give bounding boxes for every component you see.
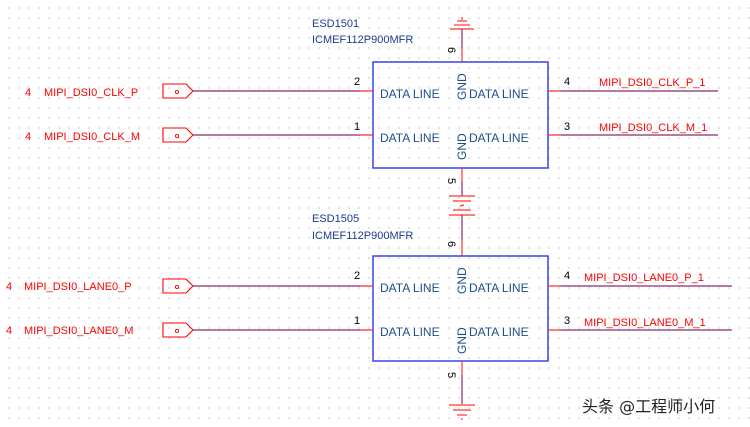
output-net-lane0-m-1[interactable]: MIPI_DSI0_LANE0_M_1 (548, 317, 732, 331)
sheet-number: 4 (25, 87, 31, 99)
pin-label-left: DATA LINE (380, 325, 440, 339)
sheet-number: 4 (6, 325, 12, 337)
pin-label-right: DATA LINE (469, 325, 529, 339)
pin-label-left: DATA LINE (380, 87, 440, 101)
ground-icon (449, 195, 475, 216)
pin-number: 4 (564, 270, 570, 282)
ground-icon (450, 17, 474, 62)
input-port-lane0-m[interactable]: 4 MIPI_DSI0_LANE0_M (6, 322, 194, 338)
sheet-number: 4 (25, 131, 31, 143)
gnd-pin-label: GND (455, 267, 469, 294)
port-icon (162, 127, 194, 143)
net-label: MIPI_DSI0_LANE0_P (24, 281, 132, 293)
pin-label-right: DATA LINE (469, 87, 529, 101)
net-label: MIPI_DSI0_LANE0_M_1 (584, 317, 706, 329)
net-label: MIPI_DSI0_CLK_P (44, 87, 138, 99)
pin-label-right: DATA LINE (469, 281, 529, 295)
port-icon (162, 83, 194, 99)
net-label: MIPI_DSI0_LANE0_M (24, 325, 133, 337)
port-icon (162, 322, 194, 338)
net-label: MIPI_DSI0_LANE0_P_1 (584, 272, 704, 284)
pin-number-top: 6 (445, 241, 457, 247)
gnd-pin-label: GND (455, 327, 469, 354)
part-number: ICMEF112P900MFR (312, 230, 413, 242)
gnd-pin-label: GND (455, 133, 469, 160)
net-label: MIPI_DSI0_CLK_P_1 (599, 77, 705, 89)
designator: ESD1505 (312, 213, 359, 225)
sheet-number: 4 (6, 281, 12, 293)
part-number: ICMEF112P900MFR (312, 34, 413, 46)
pin-label-left: DATA LINE (380, 281, 440, 295)
output-net-clk-m-1[interactable]: MIPI_DSI0_CLK_M_1 (548, 122, 718, 136)
pin-number: 2 (354, 270, 360, 282)
designator: ESD1501 (312, 18, 359, 30)
pin-number: 2 (354, 76, 360, 88)
pin-label-right: DATA LINE (469, 131, 529, 145)
pin-number-top: 6 (445, 47, 457, 53)
net-label: MIPI_DSI0_CLK_M_1 (599, 122, 707, 134)
pin-number: 4 (564, 76, 570, 88)
output-net-lane0-p-1[interactable]: MIPI_DSI0_LANE0_P_1 (548, 272, 732, 287)
pin-number-bottom: 5 (445, 178, 457, 184)
ground-icon (449, 404, 475, 420)
pin-label-left: DATA LINE (380, 131, 440, 145)
pin-number: 1 (354, 315, 360, 327)
gnd-pin-label: GND (455, 73, 469, 100)
pin-number: 1 (354, 121, 360, 133)
output-net-clk-p-1[interactable]: MIPI_DSI0_CLK_P_1 (548, 77, 718, 92)
input-port-clk-p[interactable]: 4 MIPI_DSI0_CLK_P (25, 83, 194, 99)
pin-number-bottom: 5 (445, 372, 457, 378)
net-label: MIPI_DSI0_CLK_M (44, 131, 140, 143)
input-port-lane0-p[interactable]: 4 MIPI_DSI0_LANE0_P (6, 278, 194, 294)
component-esd1501[interactable]: ESD1501 ICMEF112P900MFR 6 GND GND DATA L… (312, 17, 570, 196)
component-body (372, 61, 549, 169)
port-icon (162, 278, 194, 294)
watermark: 头条 @工程师小何 (582, 397, 715, 416)
pin-number: 3 (564, 315, 570, 327)
component-esd1505[interactable]: ESD1505 ICMEF112P900MFR 6 GND GND DATA L… (312, 213, 570, 420)
pin-number: 3 (564, 121, 570, 133)
component-body (372, 255, 549, 362)
input-port-clk-m[interactable]: 4 MIPI_DSI0_CLK_M (25, 127, 194, 143)
